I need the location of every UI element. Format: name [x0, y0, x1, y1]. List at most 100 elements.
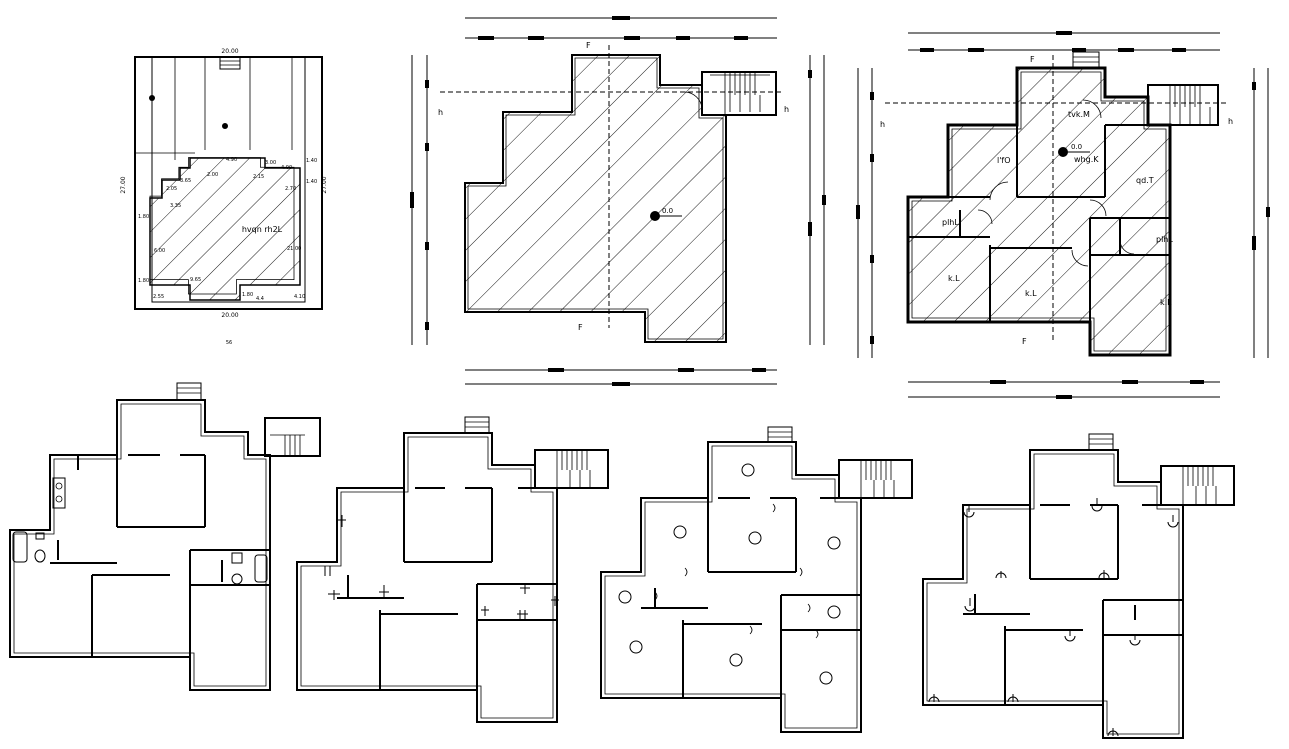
switch-icon: [772, 503, 776, 513]
site-dim: 2.05: [166, 186, 177, 192]
site-dim: 1.80: [242, 292, 253, 298]
power-socket-icon: [1129, 634, 1141, 646]
site-dim-bottom: 20.00: [221, 312, 238, 319]
power-socket-icon: [1098, 570, 1110, 579]
switch-icon: [379, 585, 389, 597]
washbasin-icon: [231, 552, 243, 564]
roof-stair: [701, 71, 777, 116]
entry-steps: [1072, 51, 1100, 69]
room-label: k.L: [1025, 289, 1037, 298]
site-dim: 3.65: [180, 178, 191, 184]
power-socket-icon: [964, 598, 976, 612]
roof-outline: [464, 54, 727, 343]
floor-stair: [1147, 84, 1219, 126]
power-socket-icon: [1107, 728, 1119, 737]
house-label: hvqn rh2L: [242, 225, 283, 234]
room-label: plhL: [942, 218, 959, 227]
section-mark-bottom: F: [578, 323, 583, 332]
switch-icon: [799, 567, 803, 577]
ceiling-light-icon: [827, 605, 841, 619]
plan-outline: [296, 432, 558, 723]
house-footprint: [149, 157, 301, 301]
power-socket-icon: [1064, 630, 1076, 642]
site-dim: 1.80: [138, 214, 149, 220]
switch-icon: [328, 590, 340, 600]
ceiling-light-icon: [673, 525, 687, 539]
power-socket-icon: [963, 506, 975, 518]
switch-icon: [749, 625, 753, 635]
site-dim: 4.4: [256, 296, 264, 302]
room-label: k.L: [948, 274, 960, 283]
bathtub-icon: [12, 531, 28, 563]
power-socket-icon: [1167, 515, 1179, 528]
floor-outline: [906, 66, 1172, 357]
tree-symbol-icon: [222, 123, 228, 129]
tree-symbol-icon: [149, 95, 155, 101]
arrow-label: h: [880, 120, 885, 129]
switch-icon: [324, 566, 331, 576]
switch-icon: [684, 567, 688, 577]
washbasin-icon: [35, 532, 45, 540]
switch-icon: [654, 591, 658, 601]
ground-floor-plan: F F h h 0.0 tvk.M l'fO whg.K qd.T plhL p…: [856, 31, 1270, 399]
site-dim: 1.40: [306, 179, 317, 185]
ceiling-light-icon: [729, 653, 743, 667]
plan-outline: [600, 441, 862, 733]
section-mark-top: F: [1030, 55, 1035, 64]
switch-icon: [338, 515, 346, 527]
site-dim-left: 27.00: [120, 176, 127, 193]
room-label: plhL: [1156, 235, 1173, 244]
site-dim: 3.00: [265, 160, 276, 166]
section-mark-top: F: [586, 41, 591, 50]
ceiling-light-icon: [618, 590, 632, 604]
toilet-icon: [34, 549, 46, 563]
site-dim-top: 20.00: [221, 48, 238, 55]
switch-icon: [551, 596, 559, 606]
site-dim: 2.70: [285, 186, 296, 192]
plan-outline: [9, 399, 271, 691]
arrow-label: h: [1228, 117, 1233, 126]
level-value: 0.0: [1071, 143, 1082, 151]
power-socket-icon: [995, 571, 1007, 579]
site-dim: 3.35: [170, 203, 181, 209]
switch-icon: [517, 610, 528, 620]
room-label: tvk.M: [1068, 110, 1090, 119]
sanitary-layout-plan: [9, 382, 321, 691]
switch-icon: [807, 603, 811, 613]
site-dim: 4.10: [294, 294, 305, 300]
socket-layout-plan: [922, 433, 1235, 739]
arrow-label: h: [784, 105, 789, 114]
ceiling-light-icon: [827, 536, 841, 550]
switch-icon: [481, 606, 489, 616]
site-dim: 2.00: [207, 172, 218, 178]
kitchen-sink-icon: [52, 477, 66, 509]
ceiling-light-icon: [629, 640, 643, 654]
switch-icon: [815, 629, 819, 639]
plan-outline: [922, 449, 1184, 739]
power-socket-icon: [928, 694, 940, 703]
site-dim: 6.00: [154, 248, 165, 254]
arrow-label: h: [438, 108, 443, 117]
site-dim: 1.80: [138, 278, 149, 284]
site-plan: 20.00 27.00 27.00 20.00 hvqn rh2L 4.90 3…: [120, 48, 328, 346]
site-caption: 56: [226, 340, 232, 346]
site-dim: 21.00: [287, 246, 301, 252]
ceiling-light-icon: [741, 463, 755, 477]
toilet-icon: [231, 573, 243, 585]
room-label: qd.T: [1136, 176, 1154, 185]
site-dim: 1.40: [306, 158, 317, 164]
level-value: 0.0: [662, 207, 673, 215]
room-label: whg.K: [1074, 155, 1099, 164]
power-socket-icon: [1091, 498, 1103, 512]
site-dim: 4.90: [226, 157, 237, 163]
switch-icon: [520, 584, 530, 594]
site-dim: 2.55: [153, 294, 164, 300]
section-mark-bottom: F: [1022, 337, 1027, 346]
bathtub-icon: [254, 554, 268, 583]
roof-plan: F F h h 0.0: [410, 16, 826, 386]
entrance-steps: [219, 56, 241, 70]
room-label: l'fO: [997, 156, 1011, 165]
ceiling-light-icon: [748, 531, 762, 545]
site-dim: 9.65: [190, 277, 201, 283]
